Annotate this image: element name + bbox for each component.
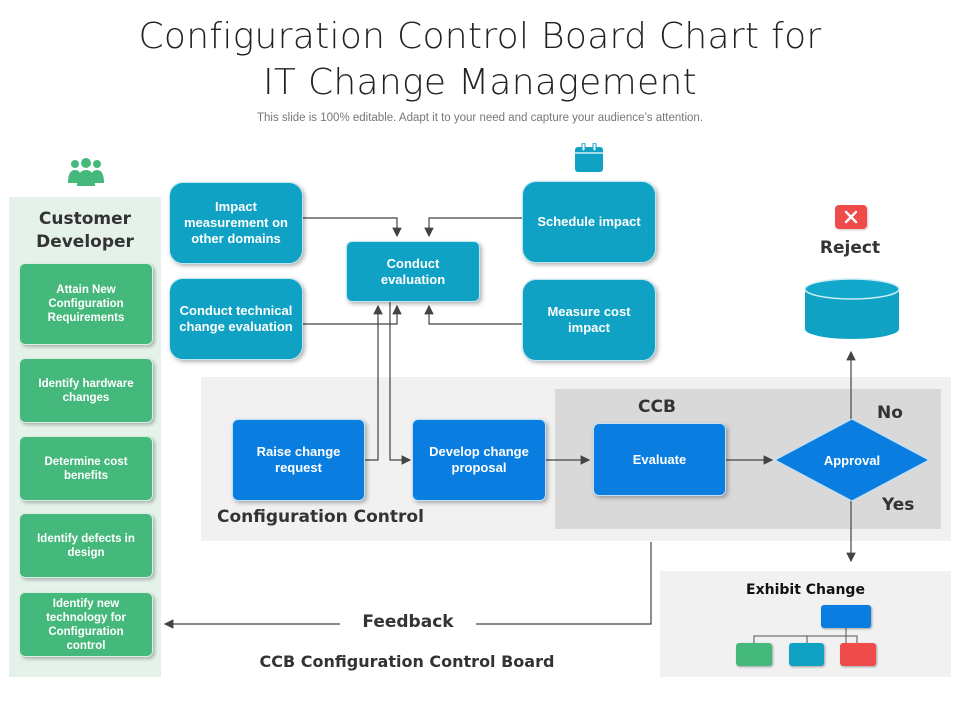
approval-label: Approval bbox=[823, 452, 881, 468]
impact-measurement-box[interactable]: Impact measurement on other domains bbox=[169, 182, 303, 264]
exhibit-root-node bbox=[821, 605, 871, 628]
configuration-control-label: Configuration Control bbox=[217, 507, 424, 527]
customer-developer-heading: Customer Developer bbox=[9, 208, 161, 254]
ccb-full-name-label: CCB Configuration Control Board bbox=[259, 652, 555, 671]
exhibit-child-node-green bbox=[736, 643, 772, 666]
connector-schedule-to-evaluation bbox=[424, 217, 522, 238]
database-cylinder-icon[interactable] bbox=[803, 277, 901, 341]
yes-label: Yes bbox=[882, 495, 915, 515]
schedule-impact-box[interactable]: Schedule impact bbox=[522, 181, 656, 263]
exhibit-tree-lines bbox=[753, 628, 858, 643]
approval-diamond[interactable]: Approval bbox=[774, 418, 930, 502]
heading-line-1: Customer bbox=[38, 209, 132, 229]
no-label: No bbox=[877, 403, 903, 423]
exhibit-child-node-teal bbox=[789, 643, 824, 666]
evaluate-box[interactable]: Evaluate bbox=[593, 423, 726, 496]
exhibit-child-node-red bbox=[840, 643, 876, 666]
connector-evaluation-to-develop bbox=[389, 302, 412, 465]
connector-impact-to-evaluation bbox=[303, 217, 402, 238]
raise-change-request-box[interactable]: Raise change request bbox=[232, 419, 365, 501]
step-determine-cost[interactable]: Determine cost benefits bbox=[19, 436, 153, 501]
connector-feedback-right bbox=[476, 542, 652, 625]
heading-line-2: Developer bbox=[36, 232, 134, 252]
conduct-evaluation-box[interactable]: Conduct evaluation bbox=[346, 241, 480, 302]
step-identify-technology[interactable]: Identify new technology for Configuratio… bbox=[19, 592, 153, 657]
connector-cost-to-evaluation bbox=[424, 304, 522, 325]
step-identify-hardware[interactable]: Identify hardware changes bbox=[19, 358, 153, 423]
measure-cost-box[interactable]: Measure cost impact bbox=[522, 279, 656, 361]
technical-evaluation-box[interactable]: Conduct technical change evaluation bbox=[169, 278, 303, 360]
connector-raise-to-evaluation bbox=[365, 304, 383, 461]
step-attain-requirements[interactable]: Attain New Configuration Requirements bbox=[19, 263, 153, 345]
title-line-1: Configuration Control Board Chart for bbox=[138, 16, 822, 57]
reject-label: Reject bbox=[819, 238, 881, 258]
subtitle: This slide is 100% editable. Adapt it to… bbox=[256, 112, 704, 124]
exhibit-change-label: Exhibit Change bbox=[746, 582, 865, 598]
title-line-2: IT Change Management bbox=[263, 62, 697, 103]
page-title: Configuration Control Board Chart for IT… bbox=[0, 14, 960, 106]
feedback-label: Feedback bbox=[362, 612, 454, 632]
people-group-icon bbox=[67, 157, 105, 187]
ccb-label: CCB bbox=[638, 397, 676, 417]
step-identify-defects[interactable]: Identify defects in design bbox=[19, 513, 153, 578]
develop-change-proposal-box[interactable]: Develop change proposal bbox=[412, 419, 546, 501]
calendar-icon bbox=[574, 142, 604, 173]
close-icon[interactable] bbox=[835, 205, 867, 229]
connector-technical-to-evaluation bbox=[303, 304, 402, 325]
